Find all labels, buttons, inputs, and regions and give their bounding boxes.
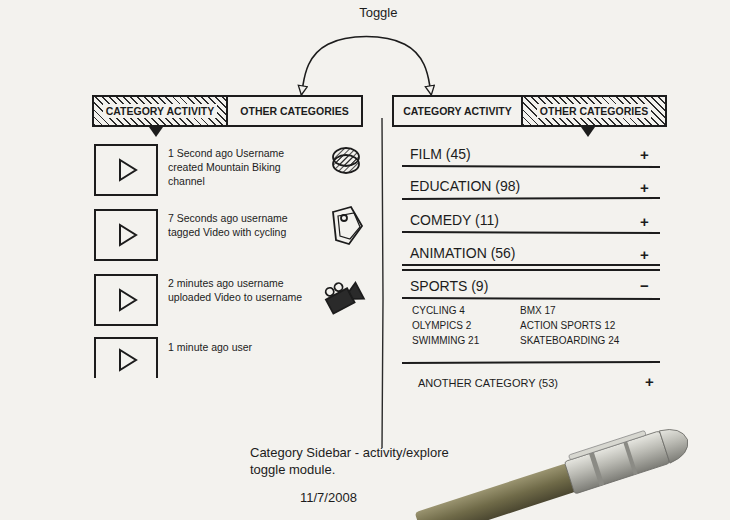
- pen-grip: [415, 463, 576, 520]
- tag-icon: [333, 207, 362, 244]
- row-rule: [402, 166, 660, 167]
- edge-label: Toggle: [357, 5, 399, 20]
- row-rule: [402, 264, 660, 266]
- row-rule: [402, 269, 660, 271]
- tab-label: OTHER CATEGORIES: [537, 104, 651, 118]
- video-thumbnail: [95, 275, 157, 325]
- tab-button: OTHER CATEGORIES: [226, 95, 363, 127]
- tag-icon: [338, 213, 360, 239]
- category-name: COMEDY (11): [410, 212, 499, 228]
- expand-sign: +: [640, 146, 649, 163]
- expand-sign: +: [640, 213, 649, 230]
- expand-sign: +: [640, 179, 649, 196]
- row-rule: [402, 198, 660, 199]
- tab-button: CATEGORY ACTIVITY: [92, 95, 228, 127]
- tag-hole: [341, 215, 347, 221]
- subcategory: SWIMMING 21: [412, 335, 479, 346]
- pen-band: [589, 452, 604, 486]
- date-note: 11/7/2008: [300, 490, 357, 505]
- sketch-caption: Category Sidebar - activity/explore togg…: [250, 444, 465, 478]
- video-thumbnail: [95, 145, 157, 195]
- tab-label: CATEGORY ACTIVITY: [400, 104, 515, 118]
- play-icon: [120, 160, 136, 180]
- pen-illustration: [413, 419, 693, 520]
- pen-clip: [568, 430, 646, 459]
- category-name: ANOTHER CATEGORY (53): [418, 377, 558, 389]
- video-thumbnails: [95, 145, 157, 378]
- subcategory: BMX 17: [520, 305, 556, 316]
- subcategory: OLYMPICS 2: [412, 320, 471, 331]
- category-name: ANIMATION (56): [410, 245, 516, 261]
- tab-label: OTHER CATEGORIES: [237, 104, 351, 118]
- collapse-sign: −: [640, 277, 649, 294]
- tab-pointer: [149, 127, 163, 137]
- video-thumbnail: [95, 210, 157, 260]
- category-name: FILM (45): [410, 146, 471, 162]
- expand-sign: +: [645, 373, 654, 390]
- play-icon: [120, 290, 136, 310]
- row-rule: [402, 232, 660, 233]
- subcategory: SKATEBOARDING 24: [520, 335, 619, 346]
- tab-button: CATEGORY ACTIVITY: [392, 95, 523, 127]
- toggle-arrow: [301, 37, 431, 95]
- play-icon: [120, 225, 136, 245]
- video-thumbnail: [95, 338, 157, 378]
- subcategory: ACTION SPORTS 12: [520, 320, 615, 331]
- tab-button: OTHER CATEGORIES: [521, 95, 667, 127]
- pen-barrel: [564, 431, 670, 494]
- channel-icon: [333, 148, 359, 166]
- play-icon: [120, 350, 136, 370]
- activity-text: 1 minute ago user: [168, 340, 320, 354]
- category-rules: [402, 166, 660, 363]
- activity-icons: [322, 148, 364, 315]
- category-name: SPORTS (9): [410, 278, 488, 294]
- activity-text: 7 Seconds ago username tagged Video with…: [168, 211, 320, 239]
- category-name: EDUCATION (98): [410, 178, 520, 194]
- activity-text: 2 minutes ago username uploaded Video to…: [168, 276, 320, 304]
- camera-reel: [333, 282, 344, 293]
- row-rule: [402, 298, 660, 299]
- camera-lens: [347, 283, 364, 304]
- tab-pointer: [581, 127, 595, 137]
- subcategory: CYCLING 4: [412, 305, 465, 316]
- tab-label: CATEGORY ACTIVITY: [103, 104, 218, 118]
- pen-cap: [659, 423, 692, 463]
- pen-band: [623, 441, 637, 475]
- panel-divider: [382, 118, 383, 448]
- row-rule: [402, 362, 660, 363]
- activity-text: 1 Second ago Username created Mountain B…: [168, 146, 320, 188]
- camera-reel: [324, 286, 335, 297]
- camera-icon: [322, 276, 364, 315]
- expand-sign: +: [640, 246, 649, 263]
